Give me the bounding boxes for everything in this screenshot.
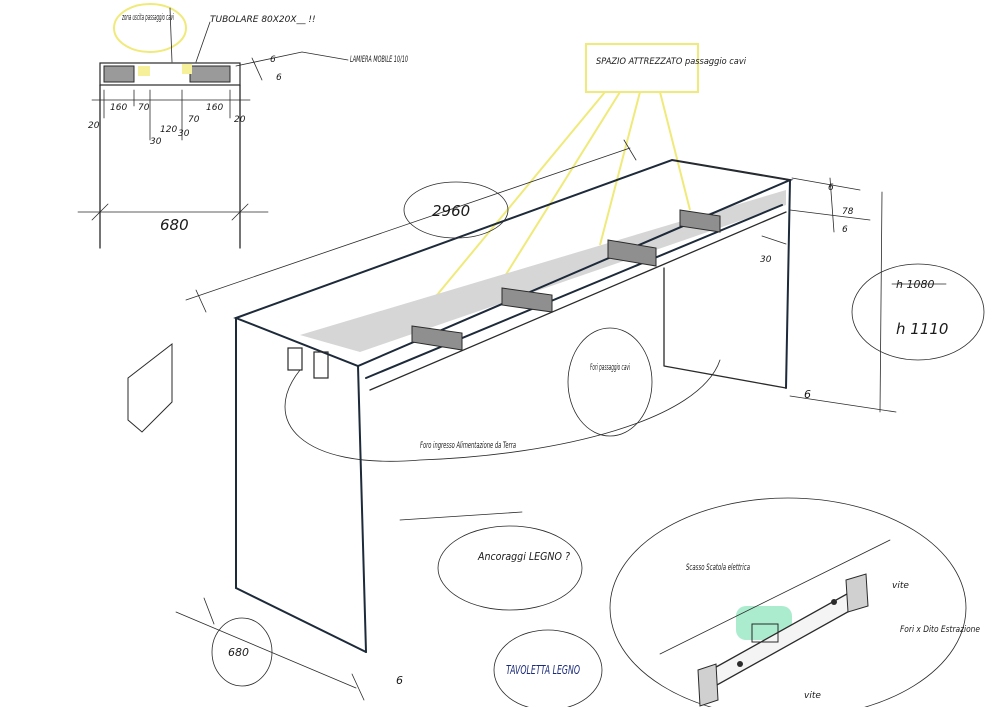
ring-height <box>851 263 985 361</box>
bracket-end <box>845 573 869 613</box>
callout-tubular: TUBOLARE 80X20X__ !! <box>210 15 316 25</box>
screw-top <box>831 599 837 605</box>
dim-30a: 30 <box>150 137 162 147</box>
dim-6b: 6 <box>276 73 282 83</box>
dim-6-foot: 6 <box>396 674 403 687</box>
side-block <box>127 342 173 433</box>
ring-2960 <box>403 181 509 239</box>
bracket-detail: Scasso Scatola elettrica vite Fori x Dit… <box>609 497 980 707</box>
ring-anchors <box>437 525 583 611</box>
block-3 <box>607 239 657 267</box>
section-yellow-a <box>138 66 150 76</box>
dim-70a: 70 <box>138 103 150 113</box>
screw-bottom <box>737 661 743 667</box>
callout-space: SPAZIO ATTREZZATO passaggio cavi <box>596 57 746 67</box>
dim-20a: 20 <box>88 121 100 131</box>
dim-6a: 6 <box>270 55 276 65</box>
dim-160b: 160 <box>206 103 223 113</box>
block-1 <box>411 325 463 351</box>
section-tube-left <box>103 65 135 83</box>
main-perspective: SPAZIO ATTREZZATO passaggio cavi 2960 6 <box>127 43 985 701</box>
electric-box-cutout <box>751 623 779 643</box>
ring-bracket <box>609 497 967 707</box>
note-board: TAVOLETTA LEGNO <box>506 663 580 677</box>
dim-70b: 70 <box>188 115 200 125</box>
dim-total-width: 680 <box>160 216 189 234</box>
section-detail: zona uscita passaggio cavi TUBOLARE 80X2… <box>77 3 408 249</box>
dim-6-leg: 6 <box>804 388 811 401</box>
dim-30b: 30 <box>178 129 190 139</box>
note-holes: Fori x Dito Estrazione <box>900 625 980 635</box>
channel-shade <box>300 190 786 352</box>
bracket-bar <box>699 589 863 691</box>
connector-left <box>287 347 303 371</box>
dim-height-crossed: h 1080 <box>896 278 934 291</box>
ring-cable-holes <box>567 327 653 437</box>
dim-30: 30 <box>760 255 772 265</box>
dim-height: h 1110 <box>896 320 948 338</box>
dim-20b: 20 <box>234 115 246 125</box>
cable-zone-highlight <box>113 3 187 53</box>
ring-board <box>493 629 603 707</box>
table-top-surface <box>233 158 794 368</box>
note-depth: 680 <box>228 646 249 659</box>
bracket-foot <box>697 663 719 707</box>
block-2 <box>501 287 553 313</box>
note-screw-bottom: vite <box>804 691 821 701</box>
block-4 <box>679 209 721 233</box>
dim-160a: 160 <box>110 103 127 113</box>
section-tube-right <box>189 65 231 83</box>
dim-6-mid: 6 <box>842 225 848 235</box>
callout-cable-zone: zona uscita passaggio cavi <box>122 13 175 23</box>
note-screw-top: vite <box>892 581 909 591</box>
note-power-inlet: Foro ingresso Alimentazione da Terra <box>420 441 516 451</box>
space-callout-box <box>585 43 699 93</box>
note-box: Scasso Scatola elettrica <box>686 563 750 573</box>
callout-sheet: LAMIERA MOBILE 10/10 <box>350 55 408 65</box>
dim-120: 120 <box>160 125 177 135</box>
dim-6-top: 6 <box>828 183 834 193</box>
note-cable-holes: Fori passaggio cavi <box>590 363 630 373</box>
dim-length: 2960 <box>432 202 470 220</box>
question-anchors: Ancoraggi LEGNO ? <box>477 550 570 563</box>
ring-depth <box>211 617 273 687</box>
connector-right <box>313 351 329 379</box>
section-top-profile <box>99 62 241 86</box>
section-yellow-b <box>182 64 192 74</box>
dim-78: 78 <box>842 207 854 217</box>
